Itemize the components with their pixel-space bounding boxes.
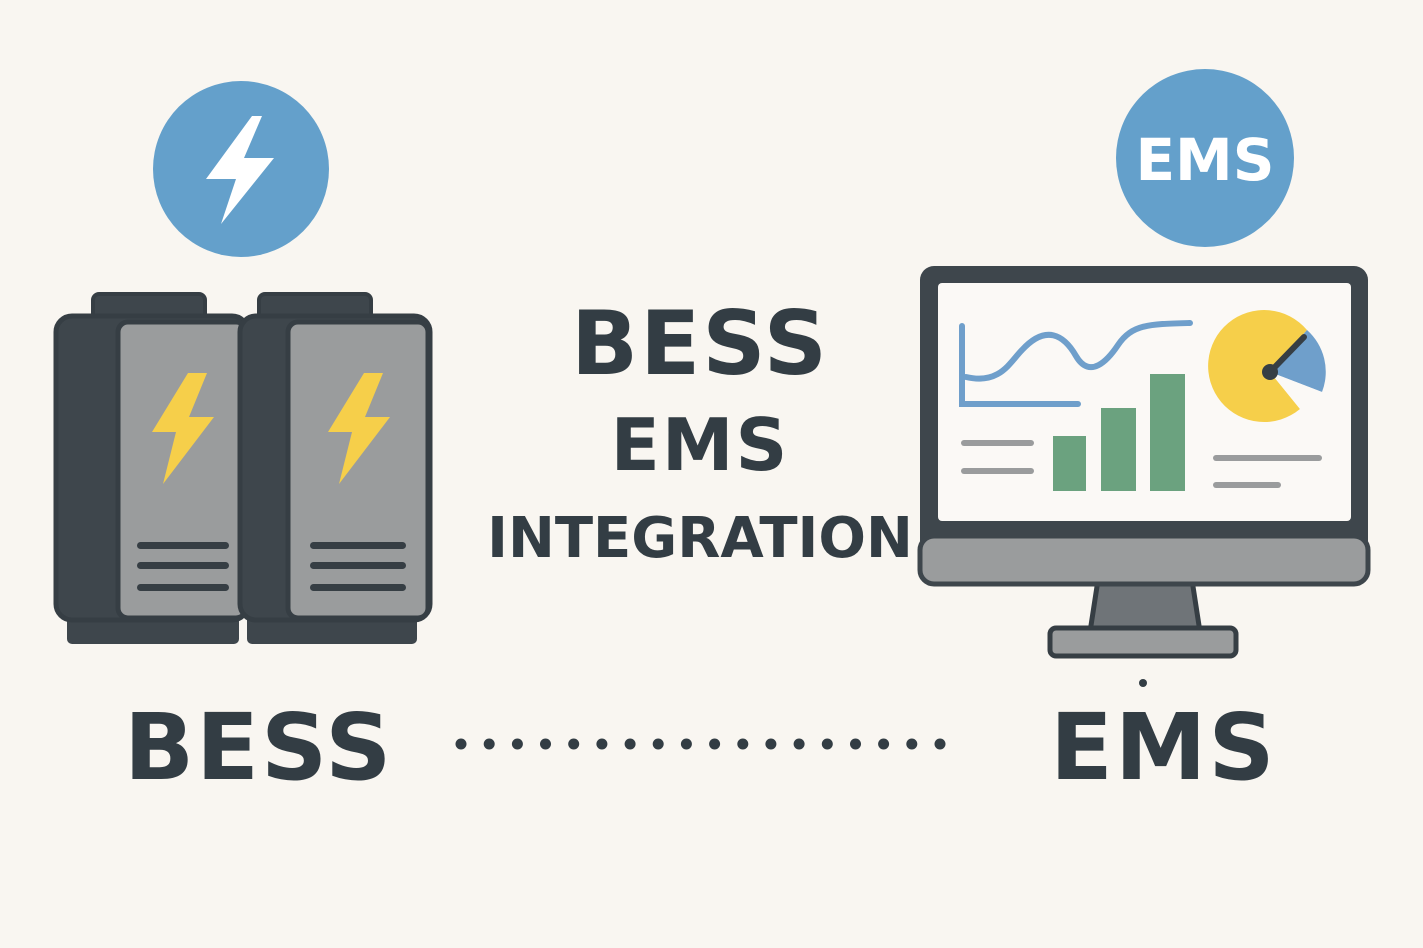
connector-dot: [850, 738, 861, 750]
cabinet-panel-right: [285, 319, 431, 621]
bar: [1053, 436, 1086, 491]
connector-dot: [765, 738, 777, 750]
line-chart-axis: [959, 323, 1081, 407]
line-chart-series: [963, 320, 1193, 382]
connector-dot: [596, 738, 608, 750]
connector-dot: [737, 738, 749, 750]
text-line: [1213, 482, 1281, 488]
connector-dot: [540, 738, 551, 750]
text-line: [1213, 455, 1322, 461]
connector-dot: [821, 738, 833, 750]
text-line: [961, 440, 1034, 446]
bar: [1101, 408, 1136, 491]
connector-dot: [652, 738, 664, 750]
ems-badge-text: EMS: [1135, 126, 1275, 194]
connector-dot: [624, 738, 636, 750]
monitor-dashboard-icon: [917, 266, 1371, 659]
vent-line: [310, 542, 406, 549]
connector-dot: [1139, 679, 1147, 687]
connector-dot: [568, 738, 580, 750]
cabinet-panel-left: [115, 319, 249, 621]
bess-label: BESS: [124, 694, 394, 801]
vent-line: [310, 584, 406, 591]
lightning-bolt-icon: [206, 116, 274, 224]
dotted-connector: [455, 738, 946, 750]
connector-dot: [511, 738, 523, 750]
ems-badge-circle: [1116, 69, 1294, 247]
gauge-icon: [1208, 310, 1326, 423]
text-line: [961, 468, 1034, 474]
cabinet-bolt-left-icon: [152, 373, 214, 484]
battery-cabinet-icon: [53, 292, 433, 644]
connector-dot: [455, 738, 467, 750]
power-badge: [153, 81, 329, 257]
connector-dot: [709, 738, 721, 750]
vent-line: [137, 584, 229, 591]
vent-line: [137, 562, 229, 569]
monitor-foot: [1047, 625, 1239, 659]
bar: [1150, 374, 1185, 491]
connector-dot: [483, 738, 495, 750]
vent-line: [137, 542, 229, 549]
connector-dot: [793, 738, 805, 750]
title-line-3: INTEGRATION: [487, 506, 913, 571]
diagram-title: BESS EMS INTEGRATION: [440, 292, 960, 584]
monitor-chin: [922, 538, 1366, 582]
connector-dot: [934, 738, 946, 750]
cabinet-bolt-right-icon: [328, 373, 390, 484]
title-line-2: EMS: [610, 403, 790, 487]
connector-dot: [680, 738, 692, 750]
title-line-1: BESS: [571, 292, 829, 395]
connector-dot: [906, 738, 918, 750]
ems-label: EMS: [1050, 694, 1277, 801]
monitor-chin-outline: [917, 533, 1371, 587]
monitor-neck: [1087, 577, 1203, 635]
connector-dot: [878, 738, 890, 750]
vent-line: [310, 562, 406, 569]
